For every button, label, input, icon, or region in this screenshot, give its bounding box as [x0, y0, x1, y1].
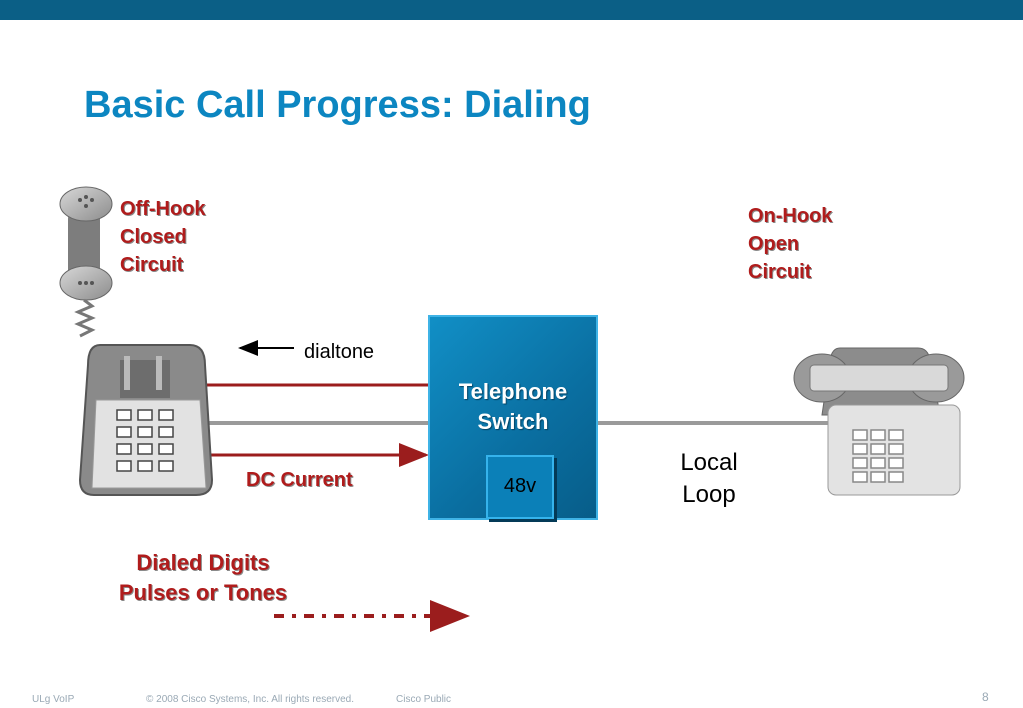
pulses-tones-line: Pulses or Tones [118, 580, 288, 605]
battery-48v: 48v [486, 455, 554, 519]
dc-current-label: DC Current [246, 469, 353, 491]
dialed-digits-line: Dialed Digits [136, 550, 270, 575]
dialtone-label: dialtone [304, 341, 375, 363]
footer-classification: Cisco Public [396, 694, 452, 705]
open-line: Open [748, 233, 800, 255]
local-loop-line: Loop [682, 481, 736, 508]
telephone-switch: Telephone Switch 48v [428, 315, 598, 520]
left-phone-icon [78, 344, 214, 496]
circuit-line: Circuit [748, 261, 812, 283]
slide-title: Basic Call Progress: Dialing [84, 84, 591, 126]
footer-course: ULg VoIP [32, 694, 75, 705]
closed-line: Closed [120, 226, 187, 248]
local-loop-label: Local Loop [660, 447, 758, 511]
on-hook-line: On-Hook [748, 205, 833, 227]
switch-label-line: Telephone [458, 379, 568, 404]
off-hook-line: Off-Hook [120, 198, 206, 220]
on-hook-label: On-Hook Open Circuit [748, 202, 832, 286]
footer-copyright: © 2008 Cisco Systems, Inc. All rights re… [146, 694, 355, 705]
right-phone-icon [793, 347, 965, 496]
local-loop-line: Local [680, 449, 738, 476]
dialed-digits-label: Dialed Digits Pulses or Tones [70, 548, 336, 608]
handset-icon [59, 186, 113, 338]
page-number: 8 [982, 690, 989, 704]
top-bar [0, 0, 1023, 20]
switch-label: Telephone Switch [430, 377, 596, 437]
off-hook-label: Off-Hook Closed Circuit [120, 195, 206, 279]
circuit-line: Circuit [120, 254, 184, 276]
switch-label-line: Switch [477, 409, 549, 434]
